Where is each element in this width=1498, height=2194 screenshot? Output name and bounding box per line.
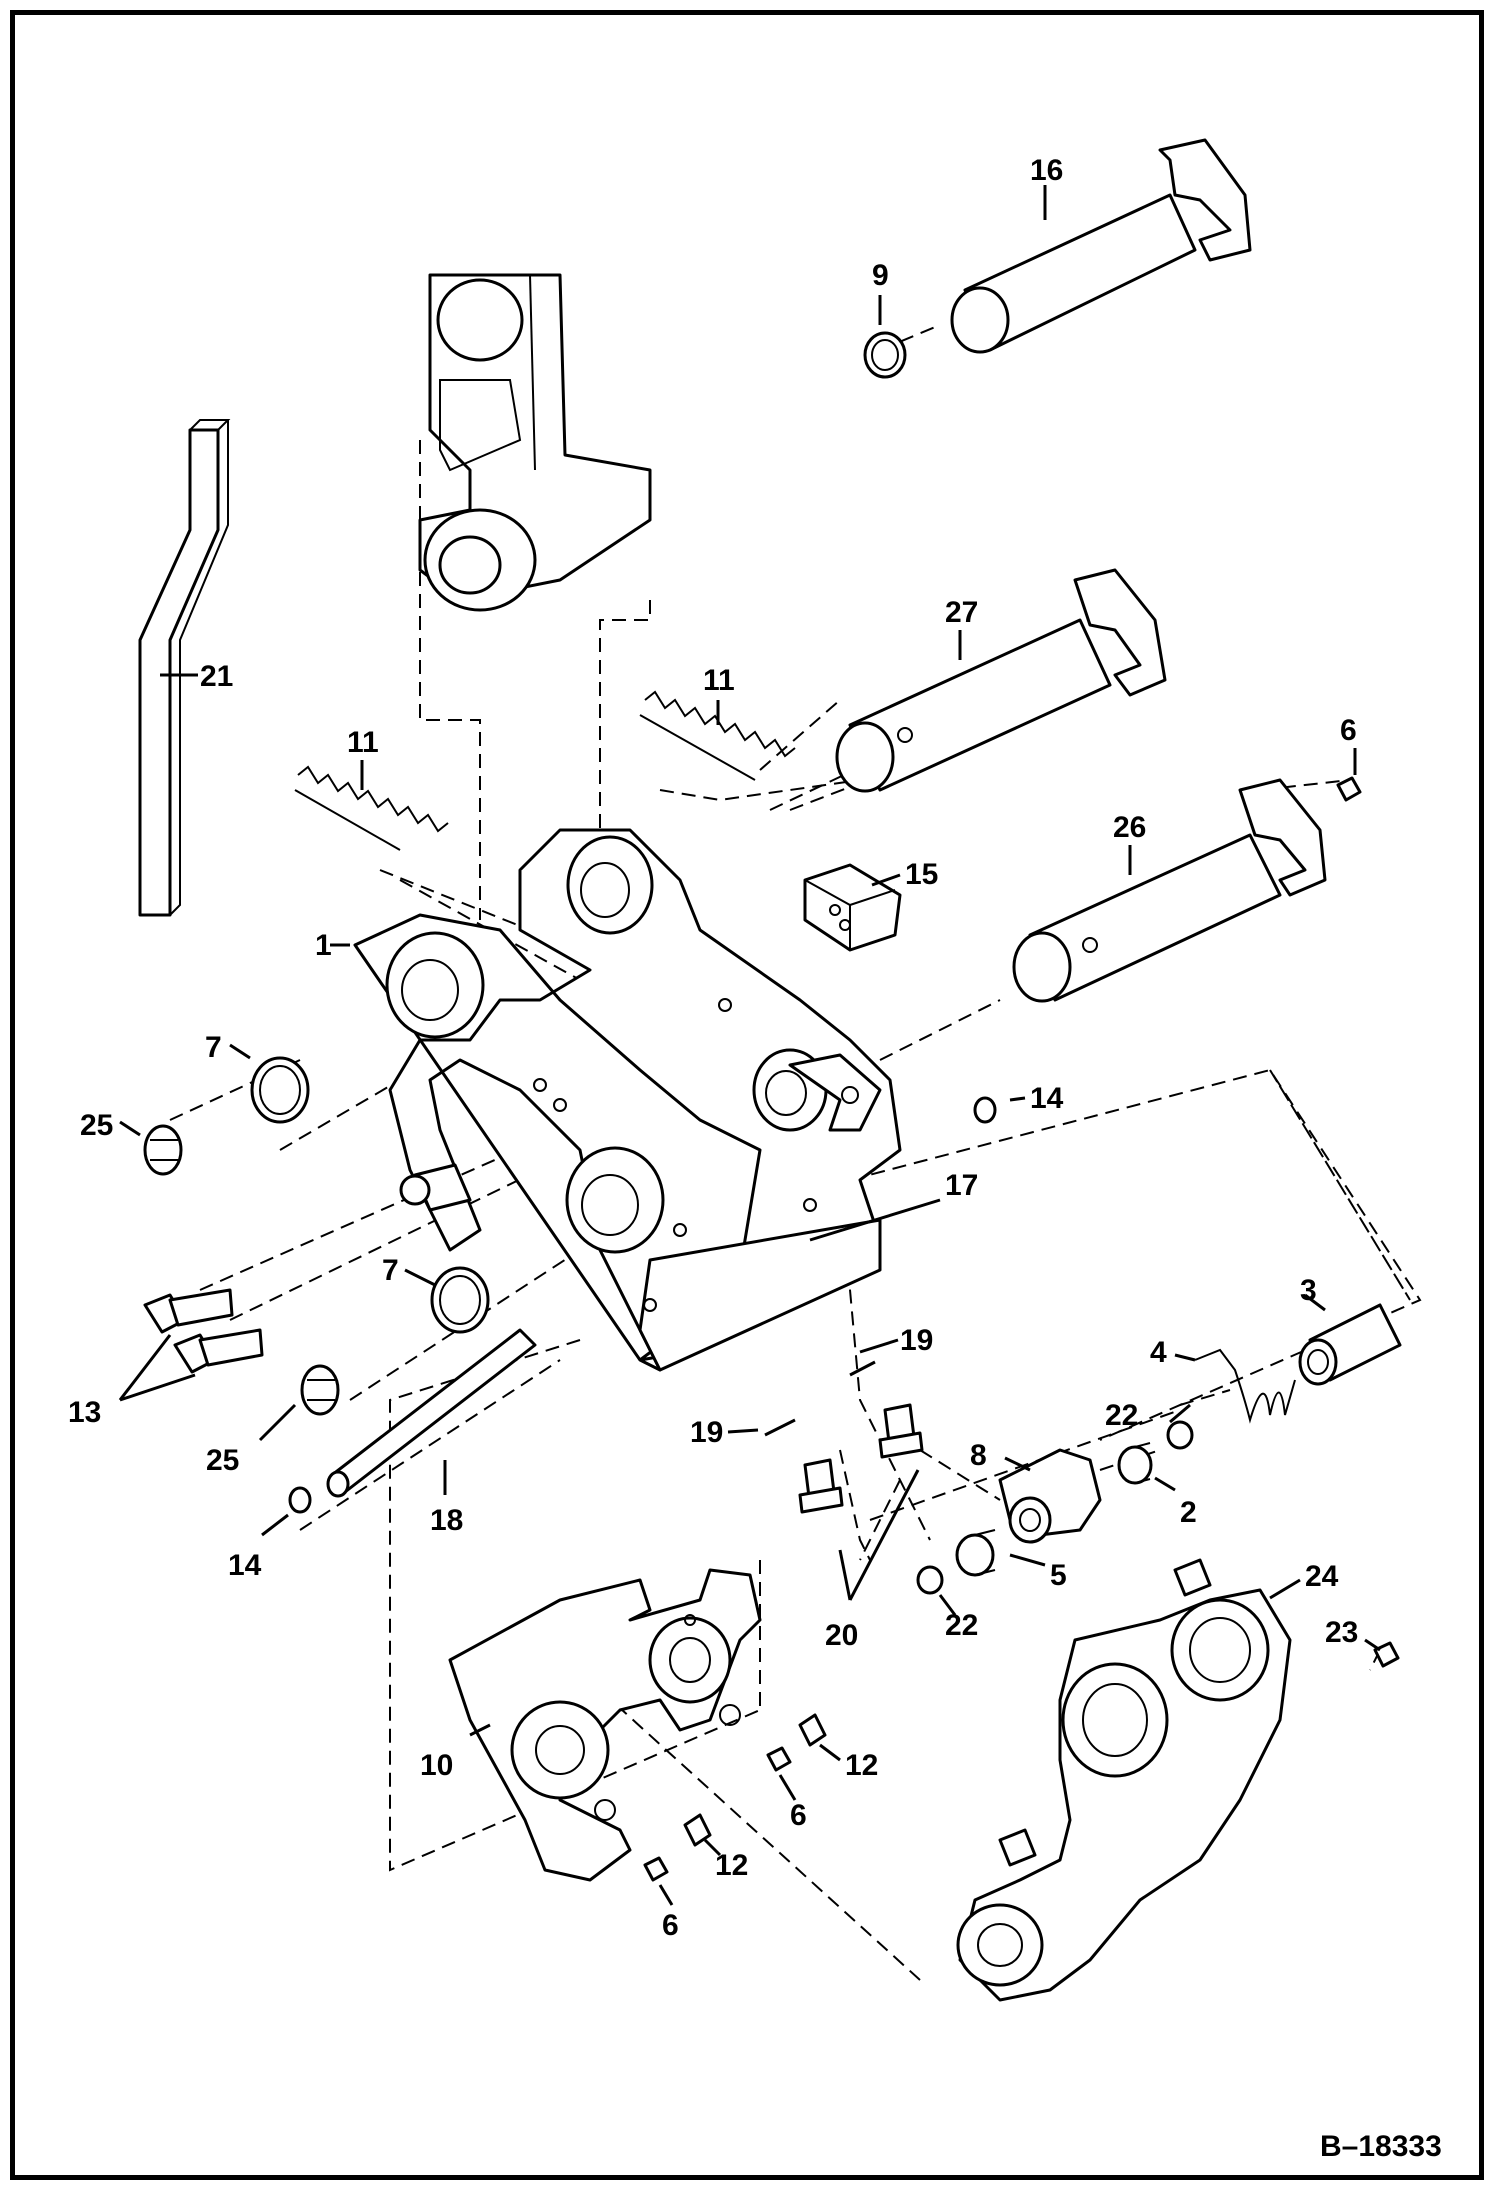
bracket-10 bbox=[448, 1568, 762, 1882]
pin-26 bbox=[1012, 778, 1327, 1003]
callout-11-left: 11 bbox=[347, 726, 379, 759]
callout-1: 1 bbox=[315, 929, 332, 962]
bolts-6-lower bbox=[643, 1746, 792, 1882]
part-1-coupler-frame bbox=[353, 828, 902, 1372]
callout-12-left: 12 bbox=[715, 1849, 748, 1882]
ring-9 bbox=[863, 331, 907, 379]
block-15 bbox=[803, 863, 902, 952]
bolt-20-left bbox=[798, 1458, 844, 1514]
reference-number: B–18333 bbox=[1320, 2130, 1442, 2163]
callout-7-lower: 7 bbox=[382, 1254, 399, 1287]
callout-22-upper: 22 bbox=[1105, 1399, 1138, 1432]
bolt-23 bbox=[1373, 1641, 1400, 1668]
pin-16 bbox=[950, 138, 1252, 354]
bolt-6-top bbox=[1336, 776, 1362, 802]
ring-7-lower bbox=[430, 1266, 490, 1334]
callout-9: 9 bbox=[872, 259, 889, 292]
callout-15: 15 bbox=[905, 858, 938, 891]
bushing-2 bbox=[1117, 1442, 1153, 1485]
washer-22-lower bbox=[916, 1565, 944, 1595]
pin-18 bbox=[326, 1328, 537, 1498]
clip-25-upper bbox=[143, 1124, 183, 1176]
callout-18: 18 bbox=[430, 1504, 463, 1537]
callout-6-top: 6 bbox=[1340, 714, 1357, 747]
callout-3: 3 bbox=[1300, 1274, 1317, 1307]
bolts-13 bbox=[143, 1288, 264, 1374]
callout-20: 20 bbox=[825, 1619, 858, 1652]
link-24 bbox=[956, 1558, 1292, 2002]
bushing-3 bbox=[1298, 1303, 1402, 1386]
callout-labels: 16 9 27 6 26 11 11 21 15 1 7 25 14 17 7 … bbox=[68, 154, 1358, 1942]
pin-19-left bbox=[764, 1418, 796, 1437]
ring-14-upper bbox=[973, 1096, 997, 1124]
callout-4: 4 bbox=[1150, 1336, 1167, 1369]
callout-26: 26 bbox=[1113, 811, 1146, 844]
callout-17: 17 bbox=[945, 1169, 978, 1202]
pin-19-right bbox=[849, 1360, 876, 1377]
spring-11-left bbox=[294, 765, 449, 851]
callout-23: 23 bbox=[1325, 1616, 1358, 1649]
callout-25-lower: 25 bbox=[206, 1444, 239, 1477]
callout-8: 8 bbox=[970, 1439, 987, 1472]
callout-24: 24 bbox=[1305, 1560, 1339, 1593]
washer-22-upper bbox=[1166, 1420, 1194, 1450]
spring-11-right bbox=[639, 690, 796, 781]
part-21-bar bbox=[138, 419, 231, 917]
arm-boom bbox=[418, 273, 652, 612]
callout-13: 13 bbox=[68, 1396, 101, 1429]
callout-22-lower: 22 bbox=[945, 1609, 978, 1642]
callout-19-right: 19 bbox=[900, 1324, 933, 1357]
bushing-5 bbox=[955, 1529, 996, 1577]
clip-25-lower bbox=[300, 1364, 340, 1416]
latch-8 bbox=[998, 1448, 1102, 1544]
spring-4 bbox=[1194, 1348, 1296, 1424]
leader-lines bbox=[118, 185, 1381, 1906]
callout-6-bottom: 6 bbox=[662, 1909, 679, 1942]
callout-11-right: 11 bbox=[703, 664, 735, 697]
setscrew-12 bbox=[683, 1713, 827, 1847]
bolt-20-right bbox=[878, 1403, 924, 1459]
callout-16: 16 bbox=[1030, 154, 1063, 187]
callout-7-upper: 7 bbox=[205, 1031, 222, 1064]
callout-14-upper: 14 bbox=[1030, 1082, 1064, 1115]
callout-2: 2 bbox=[1180, 1496, 1197, 1529]
callout-19-left: 19 bbox=[690, 1416, 723, 1449]
ring-14-lower bbox=[288, 1486, 312, 1514]
callout-6-mid: 6 bbox=[790, 1799, 807, 1832]
callout-14-lower: 14 bbox=[228, 1549, 262, 1582]
callout-5: 5 bbox=[1050, 1559, 1067, 1592]
callout-25-upper: 25 bbox=[80, 1109, 113, 1142]
ring-7-upper bbox=[250, 1056, 310, 1124]
callout-10: 10 bbox=[420, 1749, 453, 1782]
callout-27: 27 bbox=[945, 596, 978, 629]
callout-12-right: 12 bbox=[845, 1749, 878, 1782]
callout-21: 21 bbox=[200, 660, 233, 693]
pin-27 bbox=[835, 568, 1167, 793]
